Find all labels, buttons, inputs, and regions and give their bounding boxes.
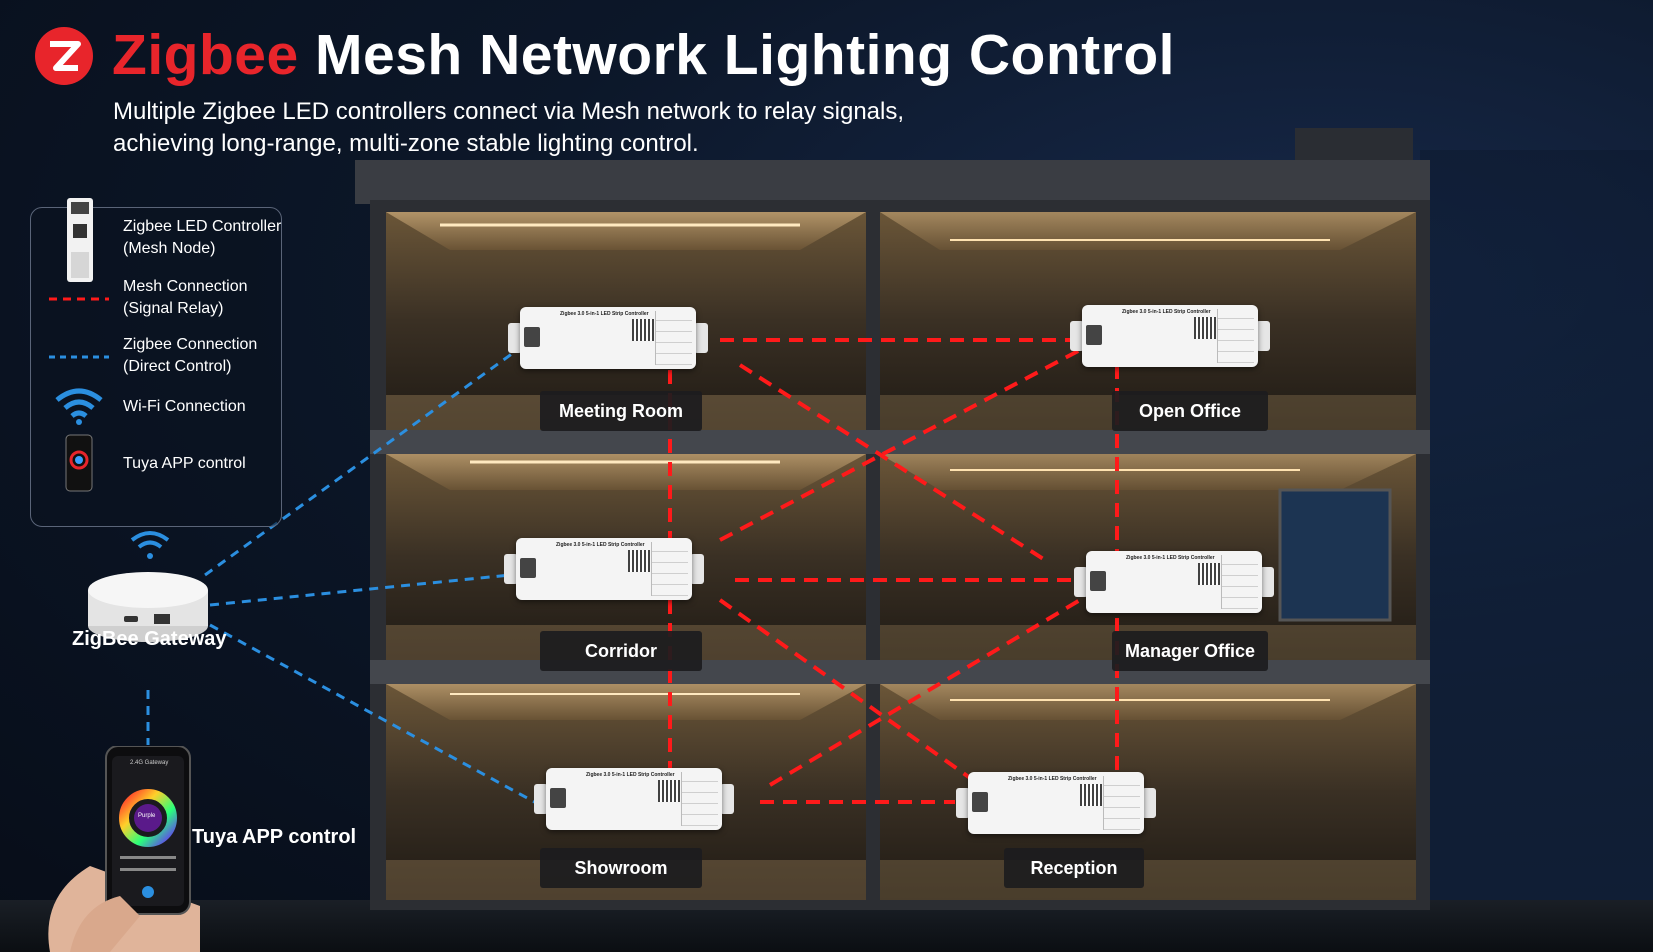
legend-controller: Zigbee LED Controller (Mesh Node) [123, 216, 281, 260]
phone-icon [65, 434, 93, 492]
qr-code-icon [658, 780, 680, 802]
qr-code-icon [632, 319, 654, 341]
controller-text: Zigbee 3.0 5-in-1 LED Strip Controller [586, 772, 675, 778]
qr-code-icon [1198, 563, 1220, 585]
room-label-reception: Reception [1004, 848, 1144, 888]
zigbee-gateway-device [88, 572, 208, 642]
legend-label: Zigbee LED Controller [123, 218, 282, 235]
controller-meeting-room: Zigbee 3.0 5-in-1 LED Strip Controller [508, 307, 708, 369]
blue-dashed-line-icon [49, 355, 109, 359]
room-label-open-office: Open Office [1112, 391, 1268, 431]
legend-label: Wi-Fi Connection [123, 398, 246, 415]
tuya-app-phone [48, 746, 200, 952]
controller-icon [67, 198, 93, 282]
controller-text: Zigbee 3.0 5-in-1 LED Strip Controller [556, 542, 645, 548]
controller-text: Zigbee 3.0 5-in-1 LED Strip Controller [1122, 309, 1211, 315]
wifi-icon [55, 388, 103, 425]
qr-code-icon [628, 550, 650, 572]
subtitle-line-1: Multiple Zigbee LED controllers connect … [113, 98, 905, 125]
room-label-showroom: Showroom [540, 848, 702, 888]
controller-showroom: Zigbee 3.0 5-in-1 LED Strip Controller [534, 768, 734, 830]
floor-slab-2 [370, 660, 1430, 684]
page-subtitle: Multiple Zigbee LED controllers connect … [113, 96, 904, 160]
room-label-manager-office: Manager Office [1112, 631, 1268, 671]
page-title: Zigbee Mesh Network Lighting Control [112, 22, 1175, 88]
floor-slab-1 [370, 430, 1430, 454]
ceiling-open [880, 212, 1416, 250]
controller-text: Zigbee 3.0 5-in-1 LED Strip Controller [1008, 776, 1097, 782]
mesh-connections [668, 338, 1119, 804]
legend-label: Tuya APP control [123, 455, 246, 472]
controller-text: Zigbee 3.0 5-in-1 LED Strip Controller [1126, 555, 1215, 561]
gateway-wifi-icon [130, 531, 170, 559]
controller-open-office: Zigbee 3.0 5-in-1 LED Strip Controller [1070, 305, 1270, 367]
controller-manager-office: Zigbee 3.0 5-in-1 LED Strip Controller [1074, 551, 1274, 613]
legend-label: Zigbee Connection [123, 336, 258, 353]
ceiling-manager [880, 454, 1416, 490]
controller-reception: Zigbee 3.0 5-in-1 LED Strip Controller [956, 772, 1156, 834]
legend-mesh: Mesh Connection (Signal Relay) [123, 276, 248, 320]
legend-label: Mesh Connection [123, 278, 248, 295]
ceiling-showroom [386, 684, 866, 720]
red-dashed-line-icon [49, 297, 109, 301]
title-rest: Mesh Network Lighting Control [298, 23, 1175, 87]
title-brand: Zigbee [112, 23, 299, 87]
app-control-label: Tuya APP control [192, 826, 357, 848]
room-label-meeting-room: Meeting Room [540, 391, 702, 431]
ceiling-reception [880, 684, 1416, 720]
legend-label: (Signal Relay) [123, 300, 224, 317]
legend-zigbee: Zigbee Connection (Direct Control) [123, 334, 257, 378]
legend-app: Tuya APP control [123, 453, 246, 475]
legend-wifi: Wi-Fi Connection [123, 396, 246, 418]
ceiling-corridor [386, 454, 866, 490]
controller-corridor: Zigbee 3.0 5-in-1 LED Strip Controller [504, 538, 704, 600]
qr-code-icon [1194, 317, 1216, 339]
controller-text: Zigbee 3.0 5-in-1 LED Strip Controller [560, 311, 649, 317]
legend-panel: Zigbee LED Controller (Mesh Node) Mesh C… [30, 198, 282, 527]
room-label-corridor: Corridor [540, 631, 702, 671]
window [1278, 488, 1392, 622]
gateway-label: ZigBee Gateway [72, 628, 227, 650]
legend-label: (Mesh Node) [123, 240, 216, 257]
qr-code-icon [1080, 784, 1102, 806]
zigbee-connections [146, 346, 541, 807]
subtitle-line-2: achieving long-range, multi-zone stable … [113, 130, 699, 157]
phone-header-text: 2.4G Gateway [130, 760, 169, 766]
zigbee-logo-icon [35, 27, 93, 85]
night-sky-right [1420, 150, 1653, 930]
ceiling-meeting [386, 212, 866, 250]
phone-wheel-label: Purple [138, 813, 156, 819]
roof-slab [355, 160, 1430, 204]
floor-glow [880, 860, 1416, 900]
legend-label: (Direct Control) [123, 358, 232, 375]
